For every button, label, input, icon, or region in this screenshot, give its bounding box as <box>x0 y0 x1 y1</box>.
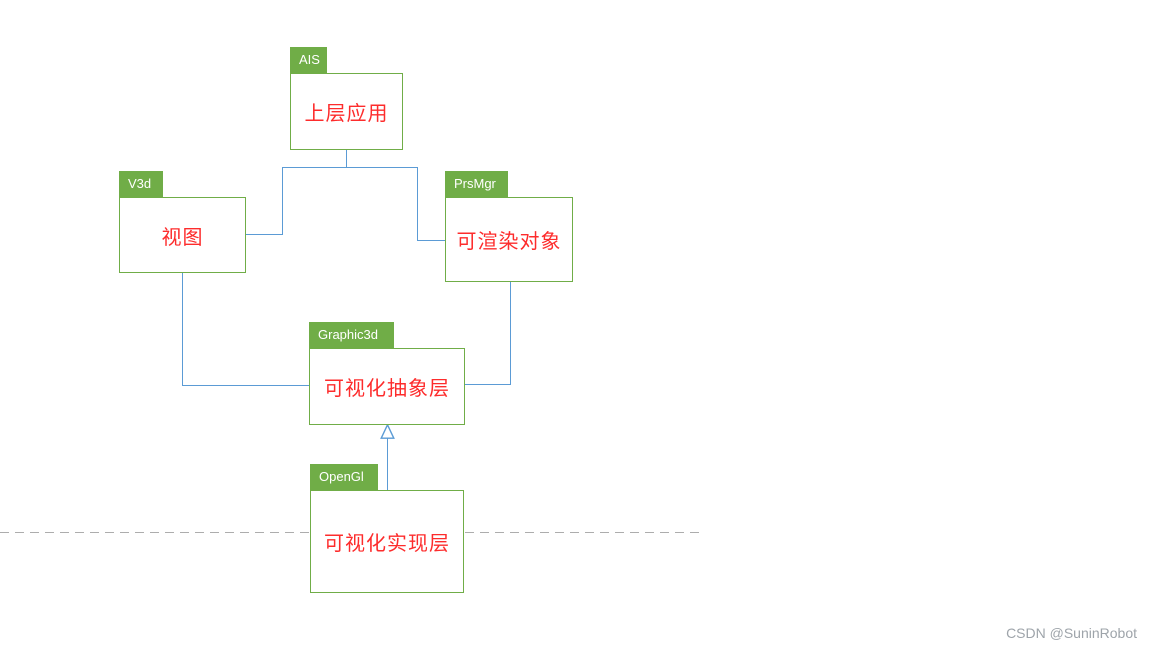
node-v3d-body: 视图 <box>119 197 246 273</box>
node-ais-label: 上层应用 <box>304 103 389 125</box>
node-opengl-tab-label: OpenGl <box>319 469 364 484</box>
node-ais-tab: AIS <box>290 47 327 73</box>
connector-v3d-to-graphic3d <box>182 385 310 387</box>
connector-into-v3d <box>246 234 283 236</box>
node-prsmgr-body: 可渲染对象 <box>445 197 573 282</box>
node-graphic3d-tab: Graphic3d <box>309 322 394 348</box>
node-graphic3d-tab-label: Graphic3d <box>318 327 378 342</box>
node-v3d-label: 视图 <box>161 226 204 249</box>
node-opengl-label: 可视化实现层 <box>324 533 450 555</box>
connector-ais-stem <box>346 150 348 168</box>
node-v3d-tab: V3d <box>119 171 163 197</box>
connector-v3d-down <box>182 273 184 386</box>
node-ais: AIS 上层应用 <box>290 47 403 150</box>
connector-into-prsmgr <box>417 240 446 242</box>
node-graphic3d-label: 可视化抽象层 <box>324 378 450 400</box>
node-prsmgr: PrsMgr 可渲染对象 <box>445 171 573 282</box>
connector-split-bar <box>282 167 418 169</box>
node-opengl: OpenGl 可视化实现层 <box>310 464 464 593</box>
open-triangle-arrowhead-icon <box>380 424 395 439</box>
node-opengl-body: 可视化实现层 <box>310 490 464 593</box>
node-v3d-tab-label: V3d <box>128 176 152 191</box>
node-prsmgr-tab: PrsMgr <box>445 171 508 197</box>
node-ais-body: 上层应用 <box>290 73 403 150</box>
node-v3d: V3d 视图 <box>119 171 246 273</box>
node-graphic3d-body: 可视化抽象层 <box>309 348 465 425</box>
node-prsmgr-label: 可渲染对象 <box>456 231 562 253</box>
connector-prsmgr-down <box>510 282 512 385</box>
connector-prsmgr-to-graphic3d <box>464 384 511 386</box>
connector-opengl-to-graphic3d <box>387 438 389 490</box>
node-prsmgr-tab-label: PrsMgr <box>454 176 496 191</box>
connector-drop-to-v3d <box>282 167 284 235</box>
node-ais-tab-label: AIS <box>299 52 320 67</box>
watermark: CSDN @SuninRobot <box>1006 625 1137 641</box>
node-graphic3d: Graphic3d 可视化抽象层 <box>309 322 465 425</box>
node-opengl-tab: OpenGl <box>310 464 378 490</box>
connector-drop-to-prsmgr <box>417 167 419 241</box>
